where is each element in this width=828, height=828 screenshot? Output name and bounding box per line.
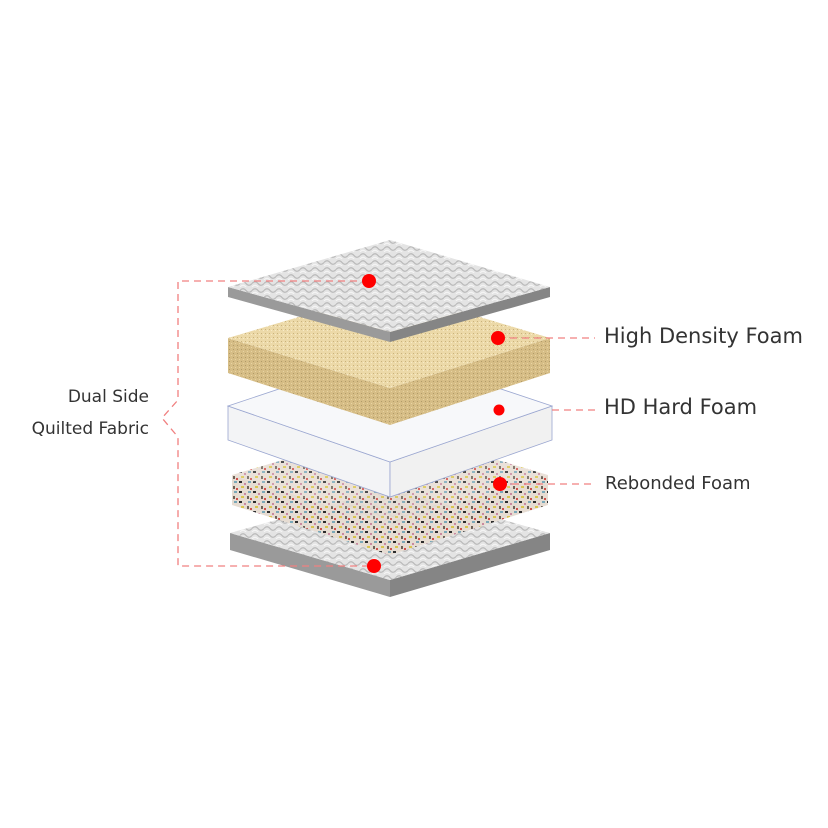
marker-bottom-fabric: [367, 559, 381, 573]
marker-hd-hard: [493, 404, 505, 416]
label-rebonded-foam: Rebonded Foam: [605, 473, 751, 494]
label-high-density-foam: High Density Foam: [604, 324, 803, 348]
label-dual-side: Dual Side: [67, 387, 149, 407]
label-hd-hard-foam: HD Hard Foam: [604, 395, 758, 419]
marker-rebonded: [493, 477, 507, 491]
label-quilted-fabric: Quilted Fabric: [31, 419, 149, 439]
marker-high-density: [491, 331, 505, 345]
marker-top-fabric: [362, 274, 376, 288]
top-quilted-fabric-layer: [228, 240, 550, 342]
